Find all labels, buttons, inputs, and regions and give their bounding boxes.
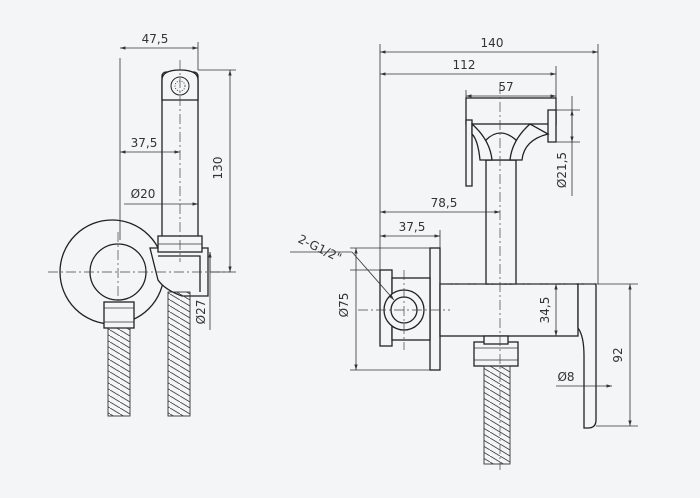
dim-dia-8: Ø8 bbox=[557, 370, 574, 384]
spray-nozzle-icon bbox=[170, 76, 190, 96]
hose-nut-left bbox=[103, 301, 135, 329]
dim-dia-20: Ø20 bbox=[131, 187, 156, 201]
lever-small bbox=[465, 119, 473, 187]
hose-right bbox=[167, 291, 191, 417]
dim-thread: 2-G1/2" bbox=[296, 232, 344, 265]
dim-37-5-left: 37,5 bbox=[131, 136, 158, 150]
side-view: 47,5 37,5 Ø20 130 Ø27 bbox=[48, 32, 236, 417]
dim-130: 130 bbox=[211, 157, 225, 180]
head-cap bbox=[547, 109, 557, 143]
wall-plate-right bbox=[429, 247, 441, 371]
front-view: 140 112 57 Ø21,5 78,5 37,5 2-G1/2" Ø75 bbox=[290, 36, 638, 470]
dim-47-5: 47,5 bbox=[142, 32, 169, 46]
dim-112: 112 bbox=[453, 58, 476, 72]
handle-lever bbox=[577, 283, 597, 429]
head-bar bbox=[465, 97, 557, 125]
dim-dia-75: Ø75 bbox=[337, 293, 351, 318]
dim-dia-21-5: Ø21,5 bbox=[555, 152, 569, 188]
hose-nut-right bbox=[473, 341, 519, 367]
riser bbox=[485, 159, 517, 285]
dim-92: 92 bbox=[611, 347, 625, 362]
dim-dia-27: Ø27 bbox=[194, 300, 208, 325]
dim-57: 57 bbox=[498, 80, 513, 94]
hose-left bbox=[107, 327, 131, 417]
dim-140: 140 bbox=[481, 36, 504, 50]
hose-bottom bbox=[483, 365, 511, 465]
dim-78-5: 78,5 bbox=[431, 196, 458, 210]
dim-37-5-right: 37,5 bbox=[399, 220, 426, 234]
dim-34-5: 34,5 bbox=[538, 297, 552, 324]
valve-body bbox=[439, 283, 579, 337]
